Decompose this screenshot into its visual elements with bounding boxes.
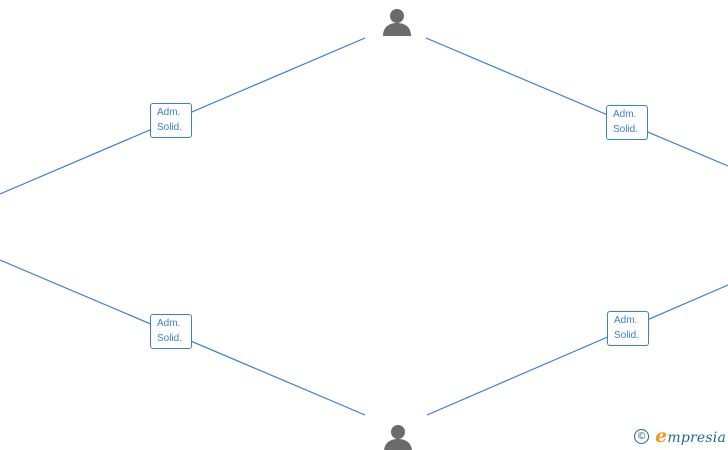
person-icon[interactable] xyxy=(384,425,412,450)
brand-initial: e xyxy=(655,425,668,447)
role-line: Adm. xyxy=(157,318,181,329)
edge-bottom-to-right xyxy=(426,284,728,416)
role-line: Solid. xyxy=(157,333,183,344)
copyright-icon: © xyxy=(634,428,650,444)
role-box-top-right[interactable]: Adm. Solid. xyxy=(606,105,648,140)
brand-logo: empresia xyxy=(655,425,726,447)
role-line: Adm. xyxy=(613,109,637,120)
role-line: Solid. xyxy=(613,124,639,135)
edge-top-to-right xyxy=(425,37,728,167)
role-box-bottom-left[interactable]: Adm. Solid. xyxy=(150,314,192,349)
role-box-bottom-right[interactable]: Adm. Solid. xyxy=(607,311,649,346)
brand-name: mpresia xyxy=(667,430,726,446)
role-box-top-left[interactable]: Adm. Solid. xyxy=(150,103,192,138)
role-line: Adm. xyxy=(614,315,638,326)
role-line: Solid. xyxy=(157,122,183,133)
role-line: Adm. xyxy=(157,107,181,118)
role-line: Solid. xyxy=(614,330,640,341)
empresia-watermark: © empresia xyxy=(634,425,726,447)
person-icon[interactable] xyxy=(383,9,411,36)
